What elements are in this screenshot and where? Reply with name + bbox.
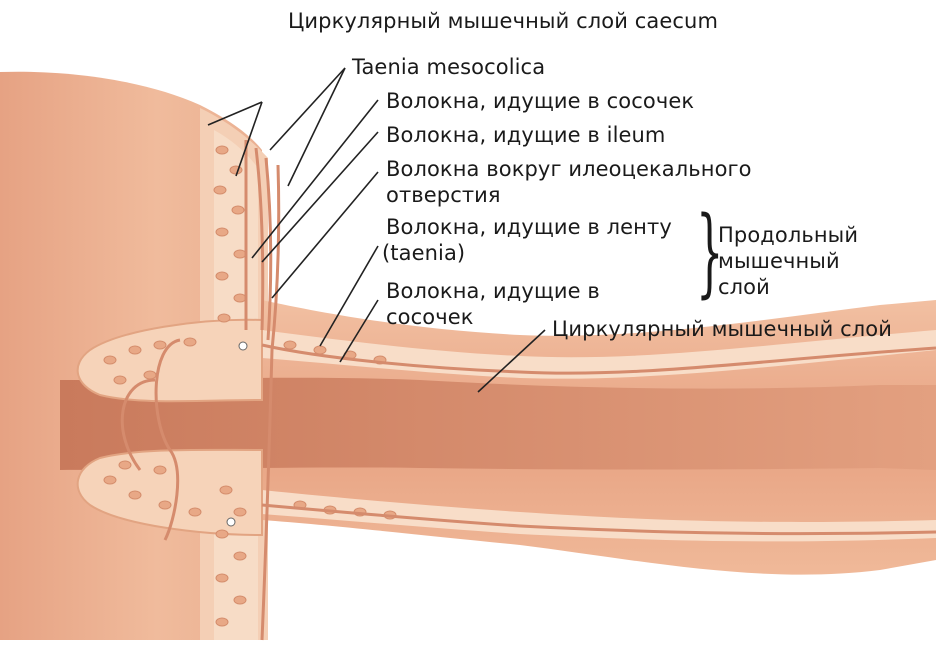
label-fibers-orifice-1: Волокна вокруг илеоцекального	[386, 156, 752, 182]
label-fibers-taenia-2: (taenia)	[382, 240, 465, 266]
label-fibers-papilla-2-1: Волокна, идущие в	[386, 278, 600, 304]
label-fibers-papilla-2-2: сосочек	[386, 304, 474, 330]
label-longitudinal-1: Продольный	[718, 222, 858, 248]
label-fibers-taenia-1: Волокна, идущие в ленту	[386, 214, 672, 240]
label-fibers-papilla-1: Волокна, идущие в сосочек	[386, 88, 694, 114]
label-circular-layer: Циркулярный мышечный слой	[552, 316, 892, 342]
label-taenia-mesocolica: Taenia mesocolica	[352, 54, 545, 80]
label-longitudinal-2: мышечный	[718, 248, 840, 274]
label-fibers-orifice-2: отверстия	[386, 182, 501, 208]
label-fibers-ileum: Волокна, идущие в ileum	[386, 122, 665, 148]
label-circular-caecum: Циркулярный мышечный слой caecum	[288, 8, 718, 34]
label-longitudinal-3: слой	[718, 274, 770, 300]
